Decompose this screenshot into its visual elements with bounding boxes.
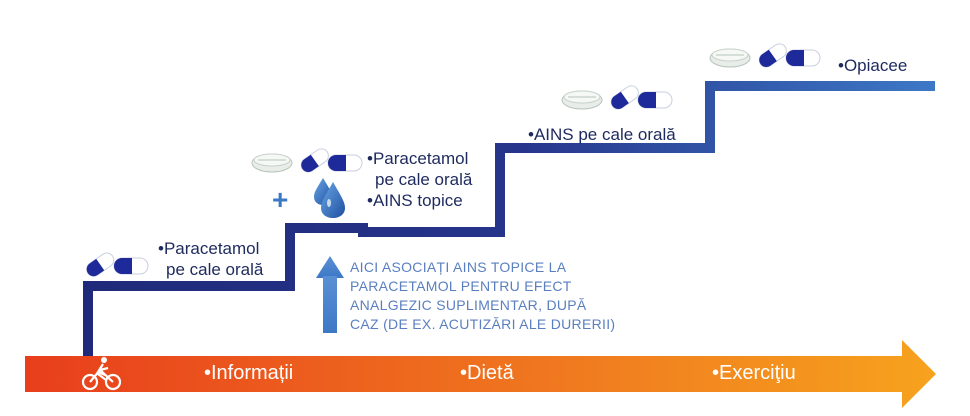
pills-step-1 [82,248,154,285]
step-3-label: •AINS pe cale orală [528,124,676,145]
step-1-label: •Paracetamol pe cale orală [158,238,263,280]
tablet-icon [561,85,673,110]
step-1-line-1: •Paracetamol [158,239,260,258]
drop-icon [314,178,345,218]
pills-step-4 [708,40,826,77]
step-1-line-2: pe cale orală [166,260,264,279]
step-2-label: •Paracetamol pe cale orală •AINS topice [367,148,472,211]
capsule-icon [86,252,149,277]
tablet-icon [251,148,363,173]
base-arrow-bar [25,340,936,408]
step-2-line-2: pe cale orală [375,170,473,189]
step-2-line-1: •Paracetamol [367,149,469,168]
note-line-4: CAZ (DE EX. ACUTIZĂRI ALE DURERII) [350,316,616,332]
note-line-2: PARACETAMOL PENTRU EFECT [350,278,572,294]
step-2-line-3: •AINS topice [367,191,463,210]
pills-step-2 [250,145,368,182]
bar-label-diet: •Dietă [460,362,514,384]
up-arrow-icon [316,256,344,333]
stair-path [83,81,935,360]
note-line-3: ANALGEZIC SUPLIMENTAR, DUPĂ [350,297,587,313]
tablet-icon [709,43,821,68]
note-line-1: AICI ASOCIAȚI AINS TOPICE LA [350,259,567,275]
bar-label-information: •Informații [204,362,294,384]
step-4-label: •Opiacee [838,55,907,76]
combination-note: AICI ASOCIAȚI AINS TOPICE LA PARACETAMOL… [350,258,680,334]
step-4-line-1: •Opiacee [838,56,908,75]
step-3-line-1: •AINS pe cale orală [528,125,676,144]
bar-label-exercise: •Exerciţiu [712,362,796,384]
cyclist-icon [81,357,122,391]
pills-step-3 [560,82,678,119]
plus-sign: + [272,184,288,215]
